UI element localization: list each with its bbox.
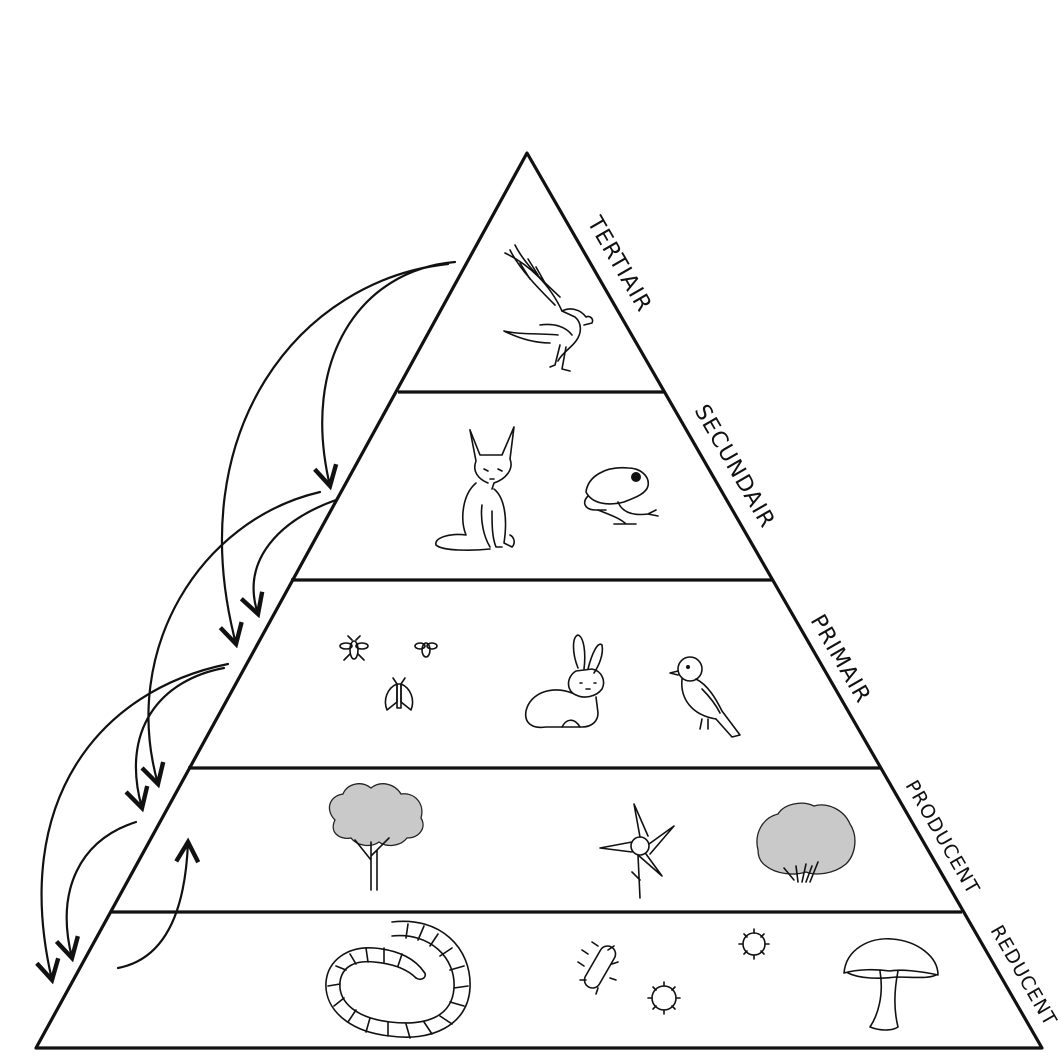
arrow-tertiary-to-secondary — [322, 262, 455, 486]
label-producer: PRODUCENT — [901, 777, 984, 899]
arrow-decomposer-to-producer — [118, 842, 188, 968]
arrow-producer-to-decomposer — [67, 822, 136, 958]
arrow-secondary-to-primary — [254, 500, 336, 614]
moth-icon — [385, 678, 412, 710]
flower-icon — [600, 804, 674, 898]
worm-icon — [326, 921, 470, 1038]
bacteria-icon — [648, 982, 680, 1014]
pyramid-outline — [36, 153, 1042, 1048]
bacteria-icon — [739, 929, 769, 959]
mushroom-icon — [844, 939, 938, 1030]
tree-icon — [329, 784, 423, 890]
arrow-tertiary-to-primary — [222, 264, 448, 644]
bacteria-icon — [578, 942, 618, 994]
fox-icon — [436, 427, 514, 550]
eagle-icon — [504, 245, 593, 371]
energy-arrows — [42, 262, 455, 980]
insect-icon — [415, 643, 437, 657]
label-primary: PRIMAIR — [805, 611, 876, 708]
rabbit-icon — [526, 635, 604, 727]
shrub-icon — [757, 803, 855, 882]
frog-icon — [585, 468, 658, 524]
bird-icon — [670, 657, 740, 737]
insect-icon — [340, 636, 368, 660]
